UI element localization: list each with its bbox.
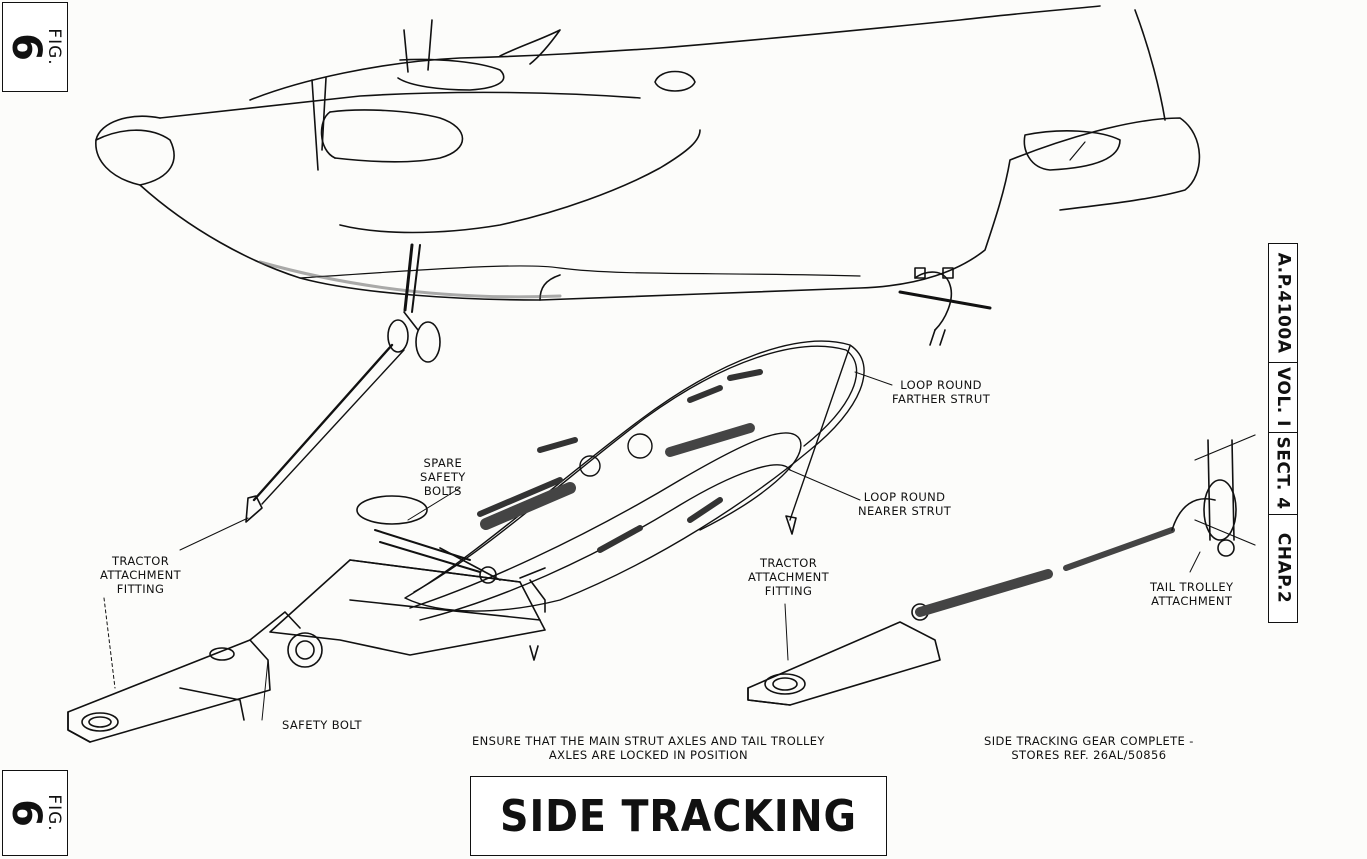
leader-lines	[103, 371, 1201, 721]
publication-ref: A.P.4100A	[1269, 244, 1297, 363]
figure-number: 6	[3, 799, 49, 827]
page-title: SIDE TRACKING	[500, 790, 857, 842]
label-safety-bolt: SAFETY BOLT	[282, 718, 362, 732]
chapter-ref: CHAP.2	[1273, 532, 1293, 604]
figure-number-bottom: FIG. 6	[2, 770, 68, 856]
document-reference-strip: A.P.4100A VOL. I SECT. 4 CHAP.2	[1268, 243, 1298, 623]
figure-number-top: FIG. 6	[2, 2, 68, 92]
label-loop-farther-strut: LOOP ROUND FARTHER STRUT	[892, 378, 991, 406]
note-lock-axles: ENSURE THAT THE MAIN STRUT AXLES AND TAI…	[472, 734, 825, 762]
central-fitting	[269, 495, 546, 668]
figure-number: 6	[3, 33, 49, 61]
aircraft-drawing	[95, 5, 1201, 301]
tail-trolley-drawing	[898, 267, 992, 346]
cable-loops	[404, 340, 865, 621]
label-loop-nearer-strut: LOOP ROUND NEARER STRUT	[858, 490, 952, 518]
title-box: SIDE TRACKING	[470, 776, 887, 856]
label-tractor-fitting-left: TRACTOR ATTACHMENT FITTING	[100, 554, 182, 596]
label-spare-safety-bolts: SPARE SAFETY BOLTS	[420, 456, 466, 498]
section-ref: SECT. 4	[1269, 432, 1297, 515]
left-tractor-fitting	[67, 611, 301, 743]
main-undercarriage	[245, 243, 441, 523]
label-tractor-fitting-right: TRACTOR ATTACHMENT FITTING	[748, 556, 830, 598]
volume-ref: VOL. I	[1269, 362, 1297, 433]
right-tractor-fitting	[747, 345, 1256, 706]
label-tail-trolley-attachment: TAIL TROLLEY ATTACHMENT	[1150, 580, 1234, 608]
note-stores-reference: SIDE TRACKING GEAR COMPLETE - STORES REF…	[984, 734, 1194, 762]
